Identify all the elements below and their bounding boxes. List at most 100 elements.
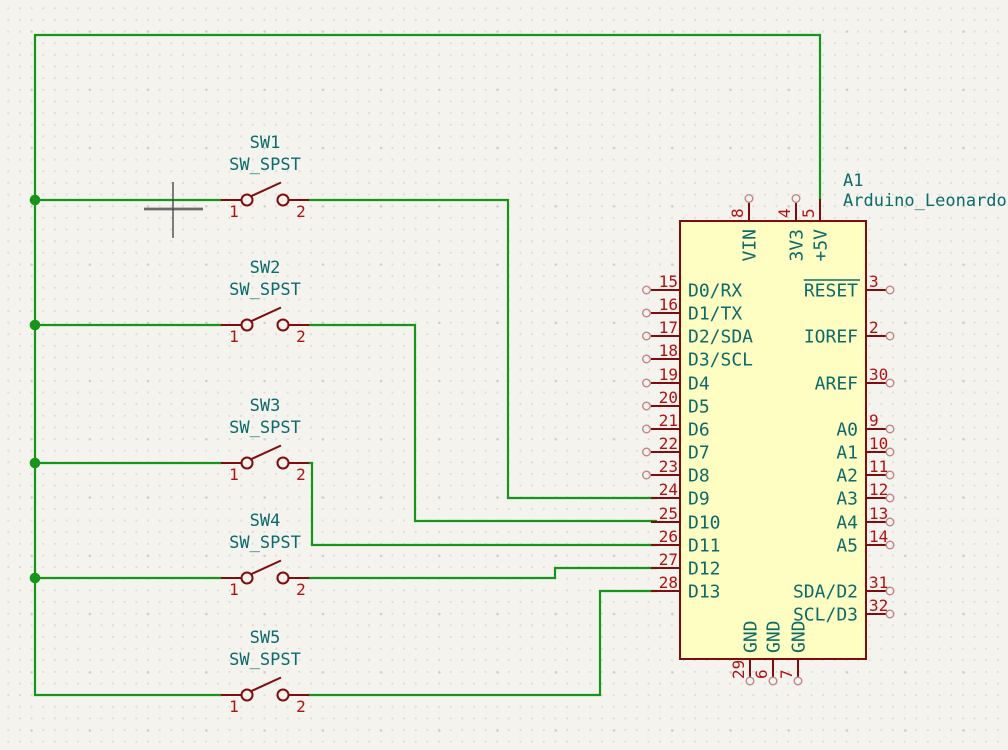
pin-name: D13 <box>688 582 721 603</box>
pin-number: 28 <box>659 573 678 592</box>
arduino-reference-label[interactable]: A1 <box>843 171 863 191</box>
pin-number: 12 <box>869 480 888 499</box>
wire[interactable] <box>307 461 658 547</box>
pin-end-circle <box>885 540 895 550</box>
pin-name: IOREF <box>804 327 858 348</box>
pin-name: D8 <box>688 466 710 487</box>
pin-number: 16 <box>659 295 678 314</box>
pin-d9: 24 D9 <box>651 480 710 510</box>
junction-dot <box>29 319 41 331</box>
pin-name: D6 <box>688 420 710 441</box>
pin-end-circle <box>885 609 895 619</box>
pin-3v3: 4 3V3 <box>775 193 808 262</box>
pin-number: 20 <box>659 388 678 407</box>
pin-number: 22 <box>659 434 678 453</box>
pin-a0: 9 A0 <box>836 411 895 441</box>
switch-pin1-number: 1 <box>229 580 239 599</box>
crosshair-cursor <box>144 182 203 238</box>
wire[interactable] <box>307 323 658 523</box>
switch-value-label[interactable]: SW_SPST <box>229 650 301 670</box>
pin-end-circle <box>642 447 652 457</box>
pin-gnd-7: 7 GND <box>777 620 810 686</box>
switch-pin1-number: 1 <box>229 327 239 346</box>
switch-value-label[interactable]: SW_SPST <box>229 418 301 438</box>
switch-value-label[interactable]: SW_SPST <box>229 155 301 175</box>
switch-value-label[interactable]: SW_SPST <box>229 533 301 553</box>
switch-pin2-number: 2 <box>296 327 306 346</box>
junction-dot <box>29 194 41 206</box>
pin-name: RESET <box>804 281 858 302</box>
switch-pin1-number: 1 <box>229 202 239 221</box>
switch-reference-label[interactable]: SW2 <box>250 258 281 278</box>
switch-blade <box>251 306 282 322</box>
switch-reference-label[interactable]: SW3 <box>250 396 281 416</box>
pin-end-circle <box>642 424 652 434</box>
pin-name: D4 <box>688 374 710 395</box>
symbol-body[interactable] <box>679 220 867 660</box>
pin-name: A0 <box>836 420 858 441</box>
switch-pin2-number: 2 <box>296 697 306 716</box>
pin-number: 15 <box>659 272 678 291</box>
pin-end-circle <box>885 493 895 503</box>
switch-blade <box>251 559 282 575</box>
pin-number: 5 <box>799 208 818 218</box>
pin-name: 3V3 <box>787 229 808 262</box>
pin-name: D10 <box>688 513 721 534</box>
switch-pin2-number: 2 <box>296 202 306 221</box>
pin-name: D7 <box>688 443 710 464</box>
switch-contact-2 <box>276 571 290 585</box>
pin-number: 24 <box>659 480 678 499</box>
pin-name: D12 <box>688 559 721 580</box>
pin-number: 21 <box>659 411 678 430</box>
pin-name: D2/SDA <box>688 327 753 348</box>
pin-number: 4 <box>775 208 794 218</box>
arduino-value-label[interactable]: Arduino_Leonardo <box>843 191 1007 211</box>
switch-reference-label[interactable]: SW4 <box>250 511 281 531</box>
wire[interactable] <box>307 198 658 500</box>
pin-end-circle <box>885 470 895 480</box>
pin-end-circle <box>642 378 652 388</box>
pin-name: A3 <box>836 489 858 510</box>
pin-number: 23 <box>659 457 678 476</box>
pin--5v: 5+5V <box>799 199 832 262</box>
pin-name: GND <box>789 620 810 653</box>
pin-name: D9 <box>688 489 710 510</box>
pin-name: AREF <box>815 374 858 395</box>
wire[interactable] <box>307 589 658 697</box>
pin-end-circle <box>642 470 652 480</box>
switch-contact-2 <box>276 318 290 332</box>
pin-name: D3/SCL <box>688 350 753 371</box>
switch-pin1-number: 1 <box>229 465 239 484</box>
switch-pin1-number: 1 <box>229 697 239 716</box>
wire[interactable] <box>33 33 822 697</box>
switch-value-label[interactable]: SW_SPST <box>229 280 301 300</box>
switch-reference-label[interactable]: SW5 <box>250 628 281 648</box>
pin-end-circle <box>745 676 755 686</box>
wire[interactable] <box>307 566 658 580</box>
wires[interactable] <box>29 33 822 697</box>
pin-number: 10 <box>869 434 888 453</box>
switch-reference-label[interactable]: SW1 <box>250 133 281 153</box>
pin-number: 31 <box>869 573 888 592</box>
pin-number: 7 <box>777 669 796 679</box>
pin-number: 9 <box>869 411 879 430</box>
pin-number: 26 <box>659 527 678 546</box>
switch-contact-1 <box>240 456 254 470</box>
